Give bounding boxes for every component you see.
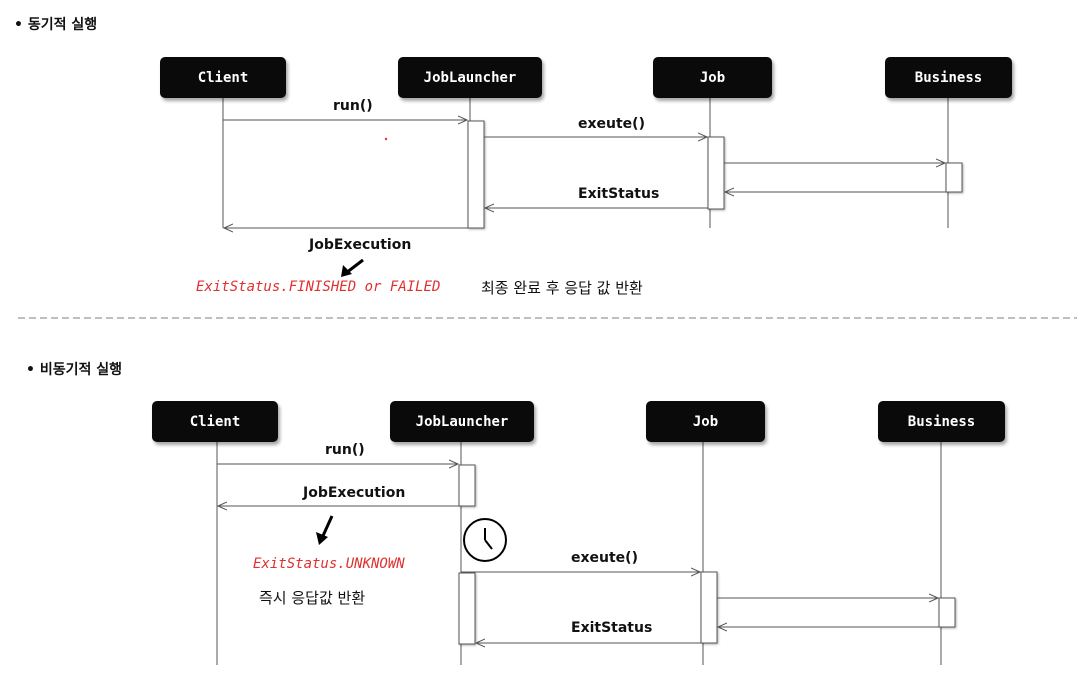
clock-icon <box>463 518 507 562</box>
activation-job-async <box>700 571 718 644</box>
activation-joblauncher <box>467 120 485 229</box>
actor-client: Client <box>160 57 286 98</box>
actor-business: Business <box>885 57 1012 98</box>
label-exitstatus: ExitStatus <box>578 186 660 202</box>
label-exeute-async: exeute() <box>571 550 638 566</box>
label-exitstatus-async: ExitStatus <box>571 620 653 636</box>
activation-joblauncher-async-2 <box>458 572 476 645</box>
actor-joblauncher-async: JobLauncher <box>390 401 534 442</box>
activation-joblauncher-async-1 <box>458 464 476 507</box>
actor-job-async: Job <box>646 401 765 442</box>
label-run-async: run() <box>325 442 365 458</box>
label-exeute: exeute() <box>578 116 645 132</box>
label-run: run() <box>333 98 373 114</box>
activation-business-async <box>938 597 956 628</box>
label-jobexecution-async: JobExecution <box>303 485 406 501</box>
section-title-sync: • 동기적 실행 <box>14 17 98 33</box>
actor-business-async: Business <box>878 401 1005 442</box>
actor-joblauncher: JobLauncher <box>398 57 542 98</box>
activation-job <box>707 136 725 210</box>
bold-arrow-icon <box>316 515 334 545</box>
label-jobexecution: JobExecution <box>309 237 412 253</box>
note-sync: 최종 완료 후 응답 값 반환 <box>481 279 643 297</box>
status-finished-failed: ExitStatus.FINISHED or FAILED <box>196 279 441 295</box>
bold-arrow-icon <box>341 258 364 277</box>
red-dot <box>384 137 388 141</box>
section-title-async: • 비동기적 실행 <box>26 362 122 378</box>
activation-business <box>945 162 963 193</box>
status-unknown: ExitStatus.UNKNOWN <box>253 556 405 572</box>
actor-client-async: Client <box>152 401 278 442</box>
note-async: 즉시 응답값 반환 <box>259 589 366 607</box>
actor-job: Job <box>653 57 772 98</box>
